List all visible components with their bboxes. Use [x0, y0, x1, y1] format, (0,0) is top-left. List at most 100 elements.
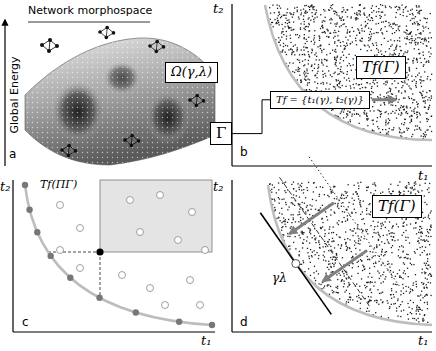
sample-dot — [410, 20, 411, 21]
sample-dot — [431, 275, 432, 276]
sample-dot — [369, 259, 370, 260]
sample-dot — [349, 112, 350, 113]
sample-dot — [279, 14, 280, 15]
sample-dot — [419, 33, 420, 34]
sample-dot — [297, 59, 298, 60]
sample-dot — [367, 82, 368, 83]
sample-dot — [345, 191, 346, 192]
sample-dot — [403, 246, 404, 247]
sample-dot — [405, 91, 406, 92]
dashed-guide — [48, 252, 100, 253]
sample-dot — [334, 86, 335, 87]
sample-dot — [415, 183, 416, 184]
sample-dot — [394, 53, 395, 54]
sample-dot — [326, 216, 327, 217]
sample-dot — [350, 17, 351, 18]
sample-dot — [427, 129, 428, 130]
sample-dot — [416, 58, 417, 59]
sample-dot — [283, 198, 284, 199]
sample-dot — [374, 83, 375, 84]
sample-dot — [288, 49, 289, 50]
sample-dot — [386, 92, 387, 93]
sample-dot — [336, 60, 337, 61]
sample-dot — [312, 221, 313, 222]
sample-dot — [371, 50, 372, 51]
sample-dot — [333, 266, 334, 267]
sample-dot — [412, 14, 413, 15]
sample-dot — [314, 266, 315, 267]
sample-dot — [349, 63, 350, 64]
sample-dot — [278, 37, 279, 38]
sample-dot — [407, 59, 408, 60]
sample-dot — [362, 87, 363, 88]
sample-dot — [409, 122, 410, 123]
sample-dot — [293, 46, 294, 47]
sample-dot — [326, 36, 327, 37]
sample-dot — [320, 284, 321, 285]
sample-dot — [334, 41, 335, 42]
sample-dot — [303, 50, 304, 51]
sample-dot — [336, 234, 337, 235]
pareto-point — [209, 322, 215, 328]
sample-dot — [394, 23, 395, 24]
sample-dot — [303, 232, 304, 233]
sample-dot — [360, 11, 361, 12]
sample-dot — [351, 276, 352, 277]
sample-dot — [392, 83, 393, 84]
solution-circle — [127, 197, 134, 204]
sample-dot — [367, 45, 368, 46]
sample-dot — [416, 233, 417, 234]
sample-dot — [338, 15, 339, 16]
sample-dot — [366, 311, 367, 312]
sample-dot — [333, 86, 334, 87]
sample-dot — [417, 62, 418, 63]
sample-dot — [318, 255, 319, 256]
pareto-point — [22, 182, 28, 188]
sample-dot — [420, 231, 421, 232]
sample-dot — [270, 13, 271, 14]
sample-dot — [374, 266, 375, 267]
sample-dot — [331, 192, 332, 193]
sample-dot — [295, 34, 296, 35]
sample-dot — [382, 12, 383, 13]
sample-dot — [420, 79, 421, 80]
sample-dot — [313, 19, 314, 20]
sample-dot — [406, 111, 407, 112]
sample-dot — [338, 31, 339, 32]
sample-dot — [356, 296, 357, 297]
sample-dot — [384, 102, 385, 103]
sample-dot — [322, 71, 323, 72]
sample-dot — [381, 254, 382, 255]
sample-dot — [316, 187, 317, 188]
sample-dot — [404, 270, 405, 271]
sample-dot — [338, 224, 339, 225]
sample-dot — [402, 106, 403, 107]
sample-dot — [340, 71, 341, 72]
sample-dot — [421, 221, 422, 222]
sample-dot — [403, 124, 404, 125]
sample-dot — [391, 102, 392, 103]
sample-dot — [422, 321, 423, 322]
sample-dot — [337, 22, 338, 23]
sample-dot — [307, 190, 308, 191]
sample-dot — [327, 30, 328, 31]
sample-dot — [424, 107, 425, 108]
sample-dot — [376, 16, 377, 17]
sample-dot — [359, 5, 360, 6]
sample-dot — [389, 48, 390, 49]
sample-dot — [365, 229, 366, 230]
sample-dot — [380, 193, 381, 194]
sample-dot — [306, 187, 307, 188]
sample-dot — [301, 183, 302, 184]
sample-dot — [406, 77, 407, 78]
sample-dot — [328, 70, 329, 71]
sample-dot — [324, 59, 325, 60]
sample-dot — [359, 115, 360, 116]
sample-dot — [321, 63, 322, 64]
sample-dot — [431, 74, 432, 75]
sample-dot — [281, 222, 282, 223]
sample-dot — [322, 187, 323, 188]
sample-dot — [357, 193, 358, 194]
sample-dot — [304, 74, 305, 75]
sample-dot — [367, 50, 368, 51]
